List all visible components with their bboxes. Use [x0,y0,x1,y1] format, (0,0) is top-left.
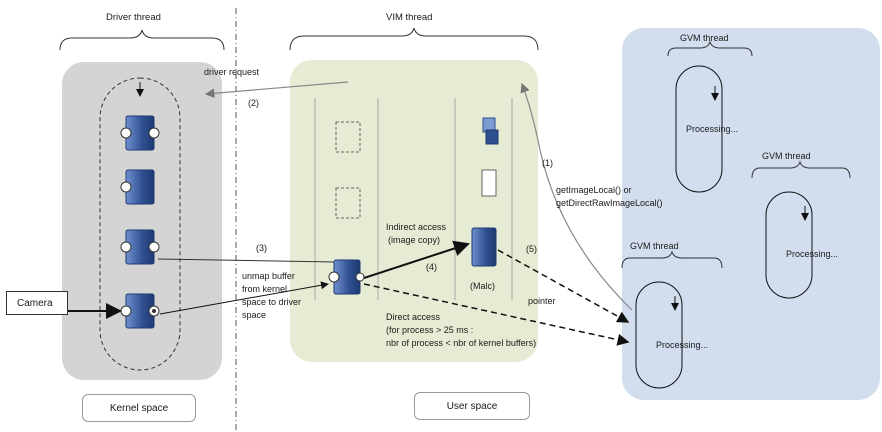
gvm-threads-panel [622,28,880,400]
small-buffer-b [485,129,499,145]
step-4-label: (4) [426,262,437,272]
kernel-buffer-3 [120,229,160,265]
direct-access-label: Direct access [386,312,441,322]
gvm-thread-title-2: GVM thread [762,151,811,161]
kernel-buffer-4 [120,293,160,329]
unmap-label-1: unmap buffer [242,271,295,281]
empty-slot-2 [335,187,361,219]
gvm-brace-2 [751,160,851,179]
indirect-access-label: Indirect access [386,222,447,232]
unmap-label-3: space to driver [242,297,302,307]
empty-slot-3 [481,169,497,197]
step-1-label: (1) [542,158,553,168]
step-2-label: (2) [248,98,259,108]
gvm-processing-3: Processing... [656,340,709,350]
pointer-label: pointer [528,296,556,306]
driver-thread-brace [59,29,225,51]
direct-condition-label: (for process > 25 ms : [386,325,474,335]
driver-loop [99,77,181,371]
gvm-loop-2 [765,191,813,299]
malloc-buffer [471,227,497,267]
unmap-label-2: from kernel [242,284,288,294]
malloc-label: (Malc) [470,281,495,291]
driver-thread-title: Driver thread [106,12,161,23]
gvm-processing-1: Processing... [686,124,739,134]
vim-thread-brace [289,27,539,51]
step-3-label: (3) [256,243,267,253]
gvm-brace-1 [667,40,753,57]
gvm-processing-2: Processing... [786,249,839,259]
gvm-brace-3 [621,250,723,269]
unmap-label-4: space [242,310,267,320]
direct-nbr-label: nbr of process < nbr of kernel buffers) [386,338,537,348]
gvm-thread-title-3: GVM thread [630,241,679,251]
kernel-buffer-1 [120,115,160,151]
empty-slot-1 [335,121,361,153]
gvm-loop-3 [635,281,683,389]
gvm-thread-title-1: GVM thread [680,33,729,43]
get-image-label: getImageLocal() or [556,185,632,195]
get-direct-label: getDirectRawImageLocal() [556,198,663,208]
kernel-space-label: Kernel space [82,394,196,422]
user-space-label: User space [414,392,530,420]
driver-request-label: driver request [204,67,260,77]
camera-box: Camera [6,291,68,315]
image-copy-label: (image copy) [388,235,441,245]
user-space-panel [290,60,538,362]
step-5-label: (5) [526,244,537,254]
kernel-buffer-2 [120,169,155,205]
driver-space-buffer [328,259,365,295]
gvm-loop-1 [675,65,723,193]
vim-thread-title: VIM thread [386,12,433,23]
